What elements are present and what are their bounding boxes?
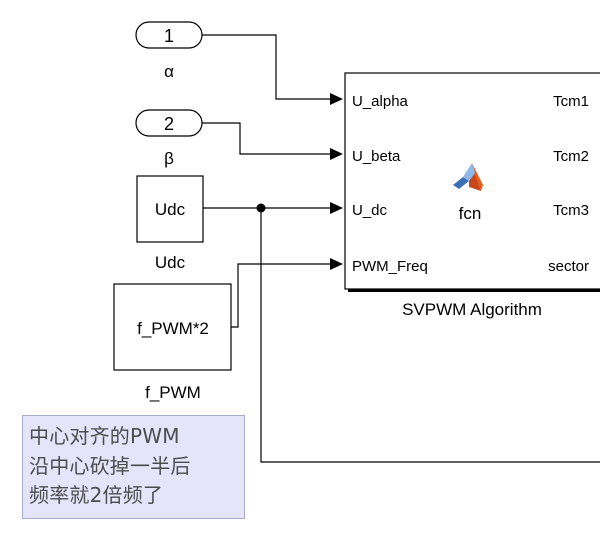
signal-line-udc[interactable] xyxy=(203,202,600,463)
annotation-line-2: 沿中心砍掉一半后 xyxy=(29,453,191,478)
output-port-sector: sector xyxy=(548,258,589,275)
inport-alpha-label: α xyxy=(164,62,174,81)
function-name: fcn xyxy=(459,204,482,223)
signal-line-pwm-freq[interactable] xyxy=(231,258,343,328)
output-port-tcm2: Tcm2 xyxy=(553,148,589,165)
annotation-line-1: 中心对齐的PWM xyxy=(29,424,180,448)
inport-alpha[interactable]: 1 xyxy=(135,21,203,49)
constant-udc-block[interactable]: Udc xyxy=(136,175,204,243)
matlab-logo-icon xyxy=(453,163,483,191)
input-port-pwm-freq: PWM_Freq xyxy=(352,258,428,275)
inport-beta-label: β xyxy=(164,149,174,168)
input-port-u-alpha: U_alpha xyxy=(352,93,409,110)
output-port-tcm1: Tcm1 xyxy=(553,93,589,110)
constant-fpwm-block[interactable]: f_PWM*2 xyxy=(113,283,232,371)
constant-fpwm-value: f_PWM*2 xyxy=(137,319,209,338)
annotation-note[interactable]: 中心对齐的PWM 沿中心砍掉一半后 频率就2倍频了 xyxy=(22,415,245,519)
subsystem-name: SVPWM Algorithm xyxy=(402,300,542,319)
output-port-tcm3: Tcm3 xyxy=(553,202,589,219)
signal-line-alpha[interactable] xyxy=(202,34,343,105)
input-port-u-beta: U_beta xyxy=(352,148,401,165)
svpwm-algorithm-block[interactable]: U_alpha U_beta U_dc PWM_Freq Tcm1 Tcm2 T… xyxy=(344,72,600,292)
inport-alpha-number: 1 xyxy=(164,26,174,46)
input-port-u-dc: U_dc xyxy=(352,202,388,219)
constant-fpwm-label: f_PWM xyxy=(145,383,201,402)
constant-udc-value: Udc xyxy=(155,200,186,219)
signal-line-beta[interactable] xyxy=(202,122,343,160)
inport-beta-number: 2 xyxy=(164,114,174,134)
annotation-line-3: 频率就2倍频了 xyxy=(29,483,164,507)
inport-beta[interactable]: 2 xyxy=(135,109,203,137)
constant-udc-label: Udc xyxy=(155,253,186,272)
